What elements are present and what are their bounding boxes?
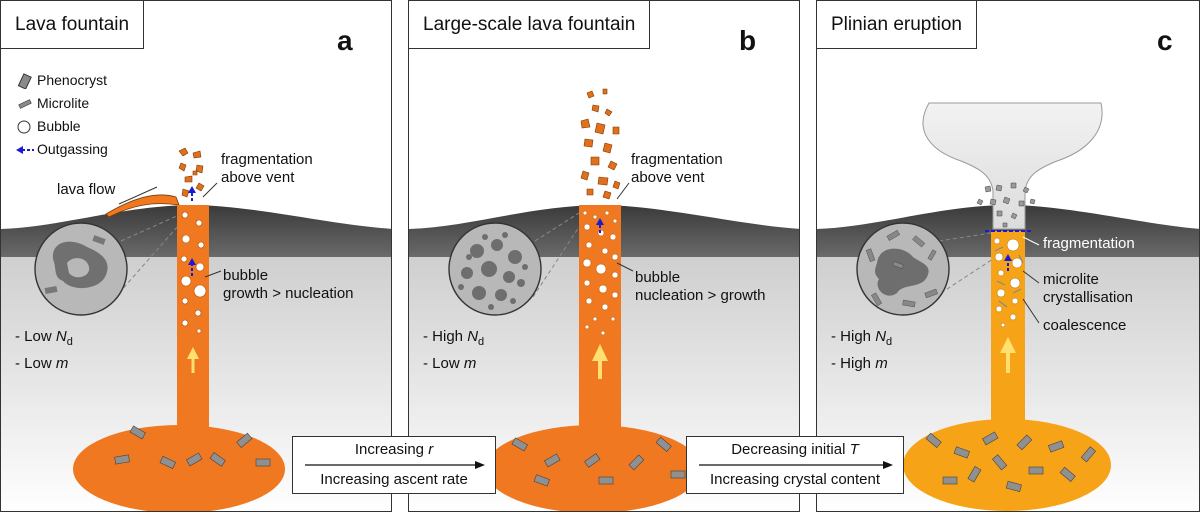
legend-label: Outgassing: [37, 141, 108, 157]
params-c: - High Nd - High m: [831, 328, 893, 372]
arrow-top-label: Increasing r: [354, 441, 434, 458]
phenocryst-icon: [15, 72, 37, 89]
legend-label: Microlite: [37, 95, 90, 111]
conduit: [579, 205, 621, 445]
pyroclasts: [178, 147, 205, 198]
conduit: [177, 205, 209, 445]
arrow-bottom-label: Increasing ascent rate: [320, 471, 468, 488]
bubble-label-line2: growth > nucleation: [223, 285, 354, 302]
magma-chamber: [73, 425, 285, 511]
arrow-top-label: Decreasing initial T: [731, 441, 859, 458]
ascent-arrow: [187, 347, 199, 359]
microlite-label-line2: crystallisation: [1043, 289, 1134, 306]
chamber-crystals: [511, 436, 686, 487]
conduit-bubbles: [180, 211, 207, 334]
arrow-bottom-label: Increasing crystal content: [709, 471, 881, 488]
textural-inset-b: [448, 222, 542, 316]
bubble-label-line1: bubble: [635, 269, 681, 286]
bubble-label-line2: nucleation > growth: [635, 287, 766, 304]
params-a: - Low Nd - Low m: [15, 328, 73, 372]
magma-chamber: [485, 425, 701, 511]
arrow-icon: [699, 461, 893, 469]
microlite-label-line1: microlite: [1043, 271, 1099, 288]
textural-inset-a: [34, 222, 128, 316]
fragmentation-label-line2: above vent: [631, 169, 705, 186]
legend-item-outgassing: Outgassing: [15, 138, 108, 161]
legend-item-bubble: Bubble: [15, 115, 108, 138]
panel-a-title: Lava fountain: [1, 1, 145, 49]
legend-item-microlite: Microlite: [15, 92, 108, 115]
conduit-microlites: [994, 246, 1024, 308]
params-b: - High Nd - Low m: [423, 328, 485, 372]
panel-a: Lava fountain a Phenocryst Microlite Bub…: [0, 0, 392, 512]
panel-a-letter: a: [337, 25, 353, 56]
fragmentation-label: fragmentation: [1043, 235, 1135, 252]
legend-label: Bubble: [37, 118, 81, 134]
microlite-icon: [15, 96, 37, 112]
transition-arrow-b-to-c: Decreasing initial T Increasing crystal …: [686, 436, 904, 494]
outgassing-arrow-icon: [15, 142, 37, 158]
panel-b-title: Large-scale lava fountain: [409, 1, 651, 49]
textural-inset-c: [856, 222, 950, 316]
panel-c-title: Plinian eruption: [817, 1, 977, 49]
conduit-bubbles: [993, 237, 1023, 328]
fragmentation-label-line2: above vent: [221, 169, 295, 186]
legend-item-phenocryst: Phenocryst: [15, 69, 108, 92]
legend: Phenocryst Microlite Bubble Outgassing: [15, 69, 108, 161]
arrow-icon: [305, 461, 485, 469]
bubble-icon: [15, 119, 37, 135]
fragmentation-label-line1: fragmentation: [631, 151, 723, 168]
pyroclasts: [976, 182, 1036, 228]
bubble-label-line1: bubble: [223, 267, 269, 284]
chamber-crystals: [114, 425, 271, 469]
eruption-plume: [922, 102, 1103, 230]
lava-flow-label: lava flow: [57, 181, 116, 198]
fragmentation-label-line1: fragmentation: [221, 151, 313, 168]
chamber-crystals: [925, 431, 1096, 493]
transition-arrow-a-to-b: Increasing r Increasing ascent rate: [292, 436, 496, 494]
pyroclasts: [580, 88, 621, 200]
coalescence-label: coalescence: [1043, 317, 1127, 334]
panel-c-letter: c: [1157, 25, 1173, 56]
panel-b-letter: b: [739, 25, 757, 56]
conduit-bubbles: [582, 210, 619, 336]
legend-label: Phenocryst: [37, 72, 108, 88]
